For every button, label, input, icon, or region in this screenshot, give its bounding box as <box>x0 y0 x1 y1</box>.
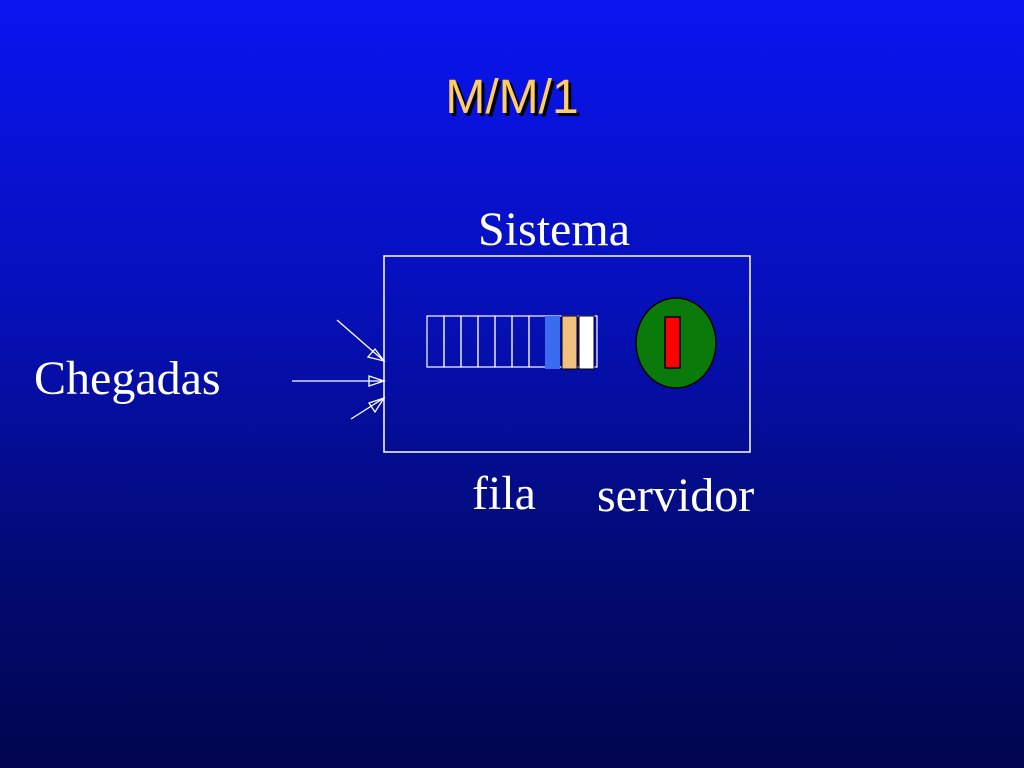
queued-job <box>578 315 595 370</box>
arrival-arrow-bottom <box>350 396 386 420</box>
queued-job <box>545 316 560 369</box>
slide-title: M/M/1 <box>445 71 579 124</box>
job-in-service <box>664 316 681 369</box>
arrival-arrow-top <box>336 319 386 363</box>
arrival-arrow-middle <box>292 375 387 387</box>
queued-jobs <box>545 315 595 370</box>
queue-slot <box>426 315 445 368</box>
queue-slot <box>460 315 479 368</box>
system-box <box>383 255 751 453</box>
queue-slot <box>528 315 547 368</box>
server-label: servidor <box>597 469 755 522</box>
server <box>635 297 717 389</box>
queue-slot <box>494 315 513 368</box>
queue-slot <box>511 315 530 368</box>
system-label: Sistema <box>478 203 630 256</box>
queued-job <box>561 315 578 370</box>
queue-slot <box>443 315 462 368</box>
queue-slot <box>477 315 496 368</box>
arrivals-label: Chegadas <box>34 352 221 405</box>
queue-label: fila <box>472 467 536 520</box>
arrival-arrows <box>292 319 387 420</box>
